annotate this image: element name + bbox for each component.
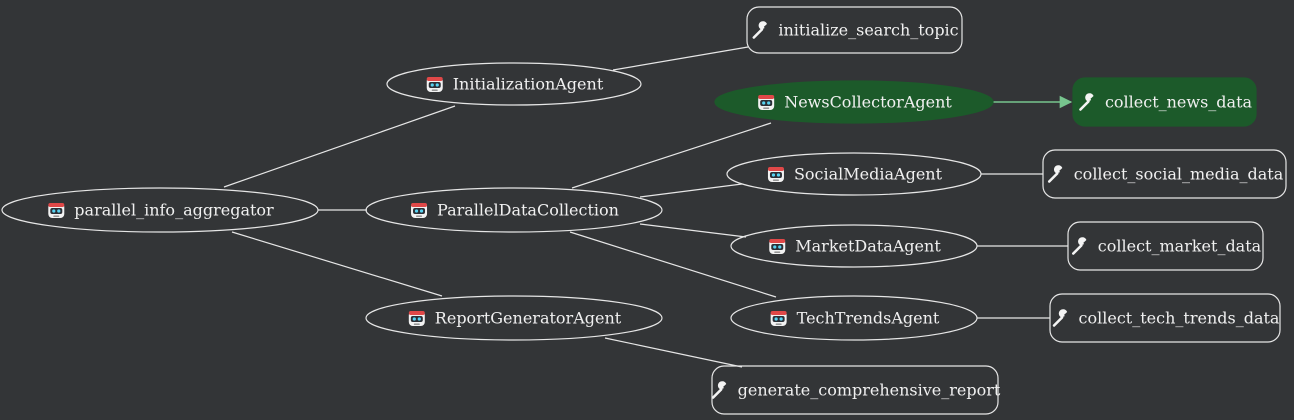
- edge-init_agent-to-tool_init: [612, 46, 749, 71]
- node-tool-market[interactable]: collect_market_data: [1067, 221, 1264, 271]
- wrench-icon: [1072, 236, 1088, 255]
- node-tool-init[interactable]: initialize_search_topic: [746, 6, 963, 54]
- node-label: ParallelDataCollection: [437, 201, 619, 220]
- node-label: collect_market_data: [1098, 237, 1262, 256]
- node-report-agent[interactable]: ReportGeneratorAgent: [365, 295, 663, 341]
- node-label: parallel_info_aggregator: [74, 201, 274, 220]
- node-label: MarketDataAgent: [795, 237, 941, 256]
- agent-ellipse: [730, 224, 978, 268]
- robot-icon: [426, 77, 443, 92]
- node-tool-social[interactable]: collect_social_media_data: [1042, 149, 1287, 199]
- wrench-icon: [752, 20, 769, 39]
- node-label: generate_comprehensive_report: [738, 381, 1001, 400]
- node-parallel[interactable]: ParallelDataCollection: [365, 187, 663, 233]
- agent-ellipse: [365, 187, 663, 233]
- tool-box: [1067, 221, 1264, 271]
- node-tool-report[interactable]: generate_comprehensive_report: [711, 365, 1001, 415]
- robot-icon: [767, 167, 784, 182]
- edge-parallel-to-social_agent: [639, 183, 743, 198]
- tool-box: [746, 6, 963, 54]
- node-label: InitializationAgent: [453, 75, 604, 94]
- wrench-icon: [711, 380, 728, 399]
- tool-box: [1042, 149, 1287, 199]
- edge-root-to-init_agent: [223, 105, 456, 188]
- wrench-icon: [1052, 308, 1069, 327]
- node-init-agent[interactable]: InitializationAgent: [386, 62, 642, 106]
- robot-icon: [48, 203, 65, 218]
- edge-parallel-to-news_agent: [571, 122, 772, 189]
- node-label: NewsCollectorAgent: [784, 93, 952, 112]
- tool-box: [1072, 77, 1257, 127]
- agent-ellipse: [726, 152, 982, 196]
- agent-ellipse: [730, 295, 978, 341]
- node-label: SocialMediaAgent: [794, 165, 943, 184]
- node-social-agent[interactable]: SocialMediaAgent: [726, 152, 982, 196]
- node-root[interactable]: parallel_info_aggregator: [1, 187, 319, 233]
- node-tech-agent[interactable]: TechTrendsAgent: [730, 295, 978, 341]
- agent-ellipse: [386, 62, 642, 106]
- node-tool-tech[interactable]: collect_tech_trends_data: [1049, 293, 1281, 343]
- robot-icon: [408, 311, 425, 326]
- node-label: ReportGeneratorAgent: [435, 309, 622, 328]
- wrench-icon: [1047, 164, 1064, 183]
- robot-icon: [769, 239, 786, 254]
- node-label: collect_social_media_data: [1074, 165, 1284, 184]
- node-label: initialize_search_topic: [778, 21, 958, 40]
- edge-report_agent-to-tool_report: [604, 337, 743, 368]
- agent-ellipse: [714, 80, 994, 124]
- agent-ellipse: [1, 187, 319, 233]
- robot-icon: [770, 311, 787, 326]
- robot-icon: [411, 203, 428, 218]
- node-tool-news[interactable]: collect_news_data: [1072, 77, 1257, 127]
- tool-box: [1049, 293, 1281, 343]
- node-news-agent[interactable]: NewsCollectorAgent: [714, 80, 994, 124]
- edge-parallel-to-market_agent: [639, 223, 747, 238]
- agent-ellipse: [365, 295, 663, 341]
- edge-parallel-to-tech_agent: [569, 231, 777, 298]
- node-market-agent[interactable]: MarketDataAgent: [730, 224, 978, 268]
- node-label: collect_news_data: [1105, 93, 1253, 112]
- edge-root-to-report_agent: [231, 231, 443, 297]
- node-label: collect_tech_trends_data: [1079, 309, 1280, 328]
- node-label: TechTrendsAgent: [797, 309, 940, 328]
- robot-icon: [758, 95, 775, 110]
- tool-box: [711, 365, 999, 415]
